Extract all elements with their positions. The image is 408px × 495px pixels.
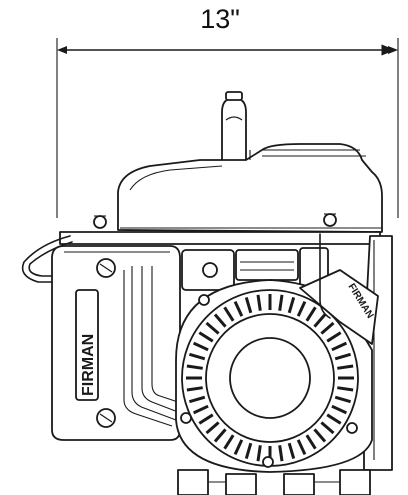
recoil-fin: [256, 445, 262, 462]
recoil-fin: [326, 413, 342, 425]
engine-base: [177, 469, 371, 495]
dimension-label: 13": [200, 4, 240, 34]
recoil-fin: [188, 352, 206, 361]
recoil-fin: [188, 395, 206, 404]
recoil-fin: [233, 439, 244, 456]
recoil-fin: [337, 386, 354, 392]
recoil-starter: [175, 279, 373, 473]
recoil-fin: [320, 421, 335, 435]
recoil-fin: [287, 442, 296, 460]
dimension-line: [56, 38, 399, 218]
recoil-fin: [305, 306, 317, 322]
recoil-fin: [320, 321, 335, 335]
recoil-fin: [186, 364, 203, 370]
recoil-fin: [331, 341, 348, 352]
recoil-fin: [213, 428, 227, 443]
recoil-fin: [205, 321, 220, 335]
recoil-fin: [296, 300, 307, 317]
recoil-fin: [256, 294, 262, 311]
recoil-fins: [186, 294, 354, 462]
recoil-fin: [198, 413, 214, 425]
recoil-fin: [244, 296, 253, 314]
air-cleaner-cover: [117, 143, 383, 233]
tank-logo-text: FIRMAN: [80, 334, 97, 396]
recoil-fin: [205, 421, 220, 435]
recoil-fin: [313, 313, 327, 328]
recoil-fin: [213, 313, 227, 328]
recoil-fin: [192, 404, 209, 415]
top-filler-neck: [221, 91, 247, 179]
recoil-fin: [326, 331, 342, 343]
frame-rail: [59, 213, 381, 245]
recoil-fin: [313, 428, 327, 443]
recoil-fin: [334, 352, 352, 361]
recoil-fin: [244, 442, 253, 460]
recoil-fin: [278, 294, 284, 311]
recoil-fin: [223, 306, 235, 322]
recoil-fin: [198, 331, 214, 343]
recoil-fin: [278, 445, 284, 462]
recoil-fin: [337, 364, 354, 370]
fuel-tank: FIRMAN: [51, 245, 181, 441]
recoil-fin: [296, 439, 307, 456]
starter-handle: FIRMAN: [299, 233, 379, 345]
recoil-fin: [223, 434, 235, 450]
recoil-fin: [331, 404, 348, 415]
recoil-fin: [334, 395, 352, 404]
fuel-hose: [21, 235, 73, 283]
recoil-fin: [305, 434, 317, 450]
carburetor: [181, 247, 329, 291]
recoil-fin: [192, 341, 209, 352]
recoil-fin: [233, 300, 244, 317]
recoil-fin: [186, 386, 203, 392]
recoil-fin: [287, 296, 296, 314]
